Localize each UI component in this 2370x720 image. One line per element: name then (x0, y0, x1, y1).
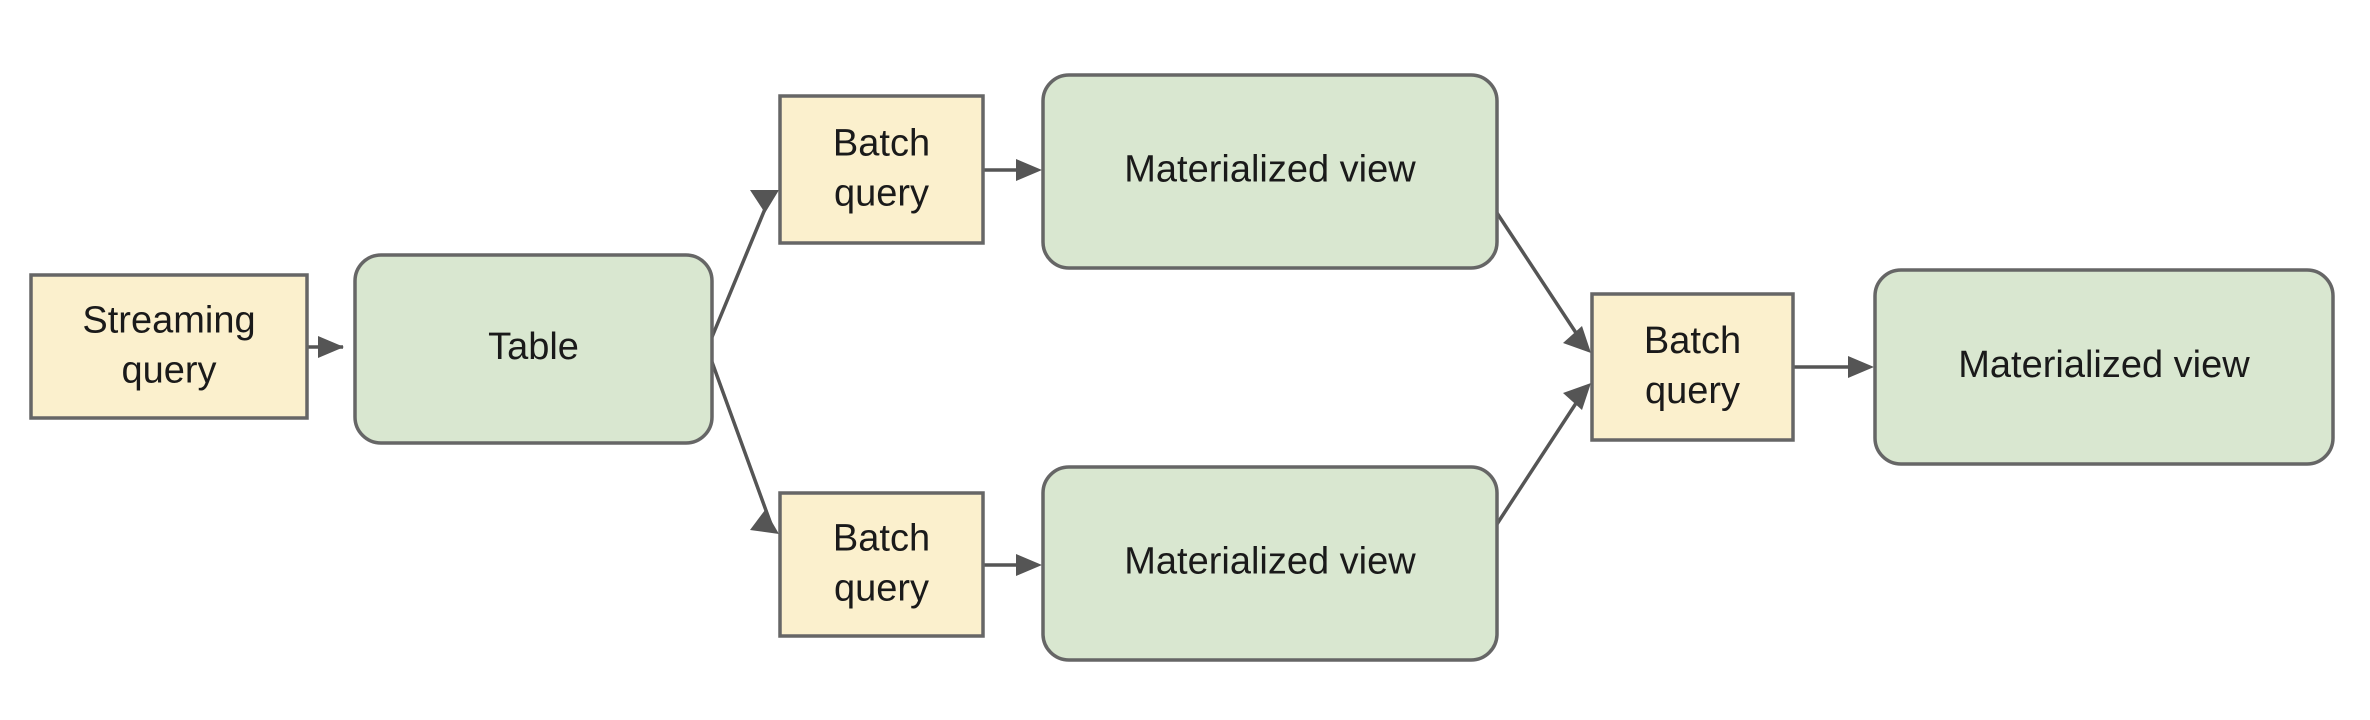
node-materialized-view-final[interactable]: Materialized view (1873, 268, 2335, 466)
arrowhead-icon (1563, 383, 1591, 410)
edge-batch-query-bottom-to-materialized-view-bottom (983, 554, 1042, 576)
node-label: Materialized view (1958, 344, 2250, 386)
edge-batch-query-merge-to-materialized-view-final (1793, 356, 1874, 378)
node-batch-query-top[interactable]: Batch query (778, 94, 985, 245)
arrowhead-icon (1848, 356, 1874, 378)
node-streaming-query[interactable]: Streaming query (29, 273, 309, 420)
node-shape[interactable] (1590, 292, 1795, 442)
arrowhead-icon (1563, 326, 1591, 353)
edge-materialized-view-bottom-to-batch-query-merge (1495, 383, 1591, 525)
edge-table-to-batch-query-bottom (710, 361, 779, 534)
node-table[interactable]: Table (353, 253, 714, 445)
node-label: Batch (833, 123, 930, 165)
nodes-layer: StreamingqueryTableBatchqueryMaterialize… (29, 73, 2335, 662)
edge-line (710, 191, 774, 338)
node-materialized-view-top[interactable]: Materialized view (1041, 73, 1499, 270)
node-label-line2: query (1645, 370, 1740, 412)
edge-streaming-query-to-table (307, 336, 344, 358)
node-label: Materialized view (1124, 149, 1416, 191)
node-shape[interactable] (1873, 268, 2335, 466)
node-label: Streaming (82, 300, 255, 342)
node-label: Batch (833, 518, 930, 560)
edge-line (710, 361, 774, 528)
node-shape[interactable] (1041, 73, 1499, 270)
node-label-line2: query (121, 350, 216, 392)
node-label-line2: query (834, 568, 929, 610)
node-materialized-view-bottom[interactable]: Materialized view (1041, 465, 1499, 662)
edge-line (1495, 390, 1586, 525)
arrowhead-icon (750, 510, 779, 534)
arrowhead-icon (318, 336, 344, 358)
node-shape[interactable] (778, 491, 985, 638)
edge-table-to-batch-query-top (710, 190, 779, 338)
arrowhead-icon (750, 190, 779, 213)
arrowhead-icon (1016, 554, 1042, 576)
node-batch-query-bottom[interactable]: Batch query (778, 491, 985, 638)
node-label-line2: query (834, 173, 929, 215)
node-shape[interactable] (778, 94, 985, 245)
node-shape[interactable] (353, 253, 714, 445)
arrowhead-icon (1016, 159, 1042, 181)
node-shape[interactable] (29, 273, 309, 420)
node-label: Table (488, 326, 579, 368)
edge-line (1495, 212, 1586, 346)
node-label: Batch (1644, 320, 1741, 362)
node-label: Materialized view (1124, 541, 1416, 583)
edges-layer (307, 159, 1874, 576)
node-batch-query-merge[interactable]: Batch query (1590, 292, 1795, 442)
edge-batch-query-top-to-materialized-view-top (983, 159, 1042, 181)
node-shape[interactable] (1041, 465, 1499, 662)
edge-materialized-view-top-to-batch-query-merge (1495, 212, 1591, 353)
